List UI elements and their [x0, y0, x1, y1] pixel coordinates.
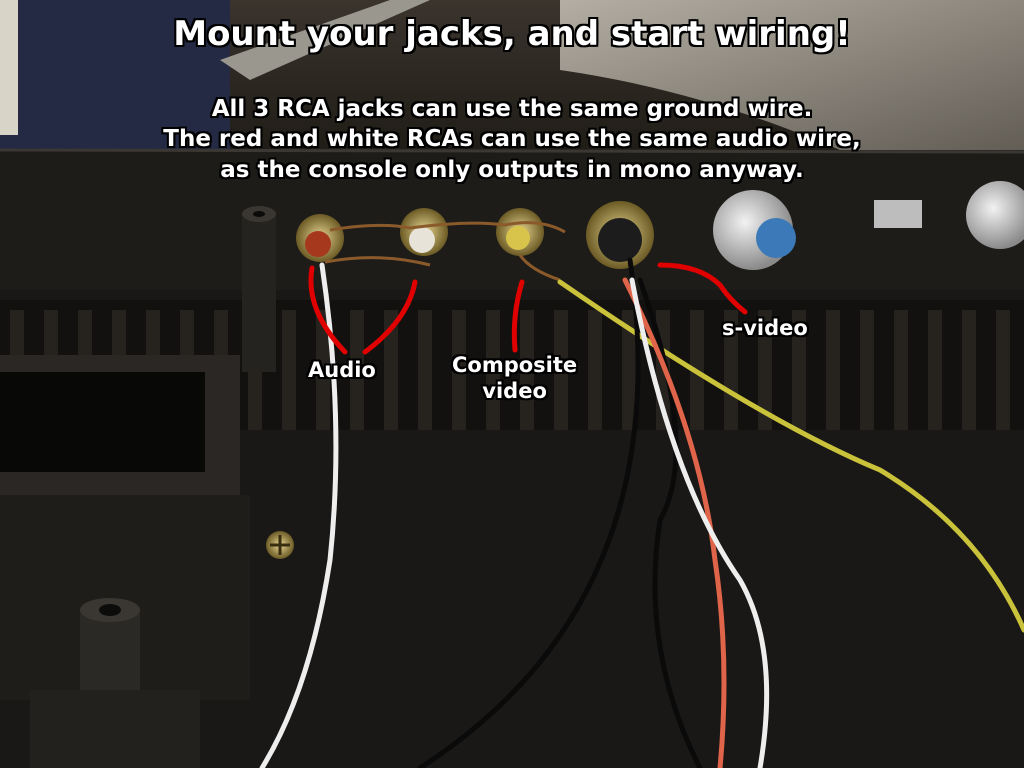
console-edge [0, 148, 1024, 154]
note-line-2: The red and white RCAs can use the same … [163, 126, 861, 153]
rca-jack-red [296, 214, 344, 262]
wire-white-audio [259, 262, 339, 768]
wire-black-2 [417, 257, 641, 768]
jumper-wires [324, 221, 566, 282]
audio-label: Audio [308, 358, 376, 382]
audio-marker-right [362, 279, 418, 355]
plastic-post [30, 598, 200, 768]
note-caption: All 3 RCA jacks can use the same ground … [0, 94, 1024, 185]
svideo-label: s-video [722, 316, 808, 340]
wire-orange [622, 277, 727, 768]
tin-hinge [220, 0, 430, 80]
note-line-3: as the console only outputs in mono anyw… [220, 156, 804, 183]
tin-lid [560, 0, 1024, 150]
screw [266, 531, 294, 559]
composite-video-label: Composite video [452, 352, 577, 405]
rca-jack-white [400, 208, 448, 256]
tin-parts [713, 181, 1024, 270]
hookup-wires [259, 257, 1024, 768]
paper-sheet [0, 0, 18, 135]
composite-marker [511, 279, 525, 353]
svideo-jack [586, 201, 654, 269]
background-cloth [0, 0, 230, 160]
svideo-marker [657, 262, 748, 315]
composite-label-line-1: Composite [452, 353, 578, 377]
rca-jack-yellow [496, 208, 544, 256]
headline-caption: Mount your jacks, and start wiring! [173, 14, 851, 54]
annotation-marks [308, 262, 748, 355]
wire-white-svideo [629, 277, 770, 768]
composite-label-line-2: video [482, 379, 547, 404]
note-line-1: All 3 RCA jacks can use the same ground … [211, 96, 813, 122]
audio-marker-left [308, 265, 348, 355]
tall-post [242, 206, 276, 372]
